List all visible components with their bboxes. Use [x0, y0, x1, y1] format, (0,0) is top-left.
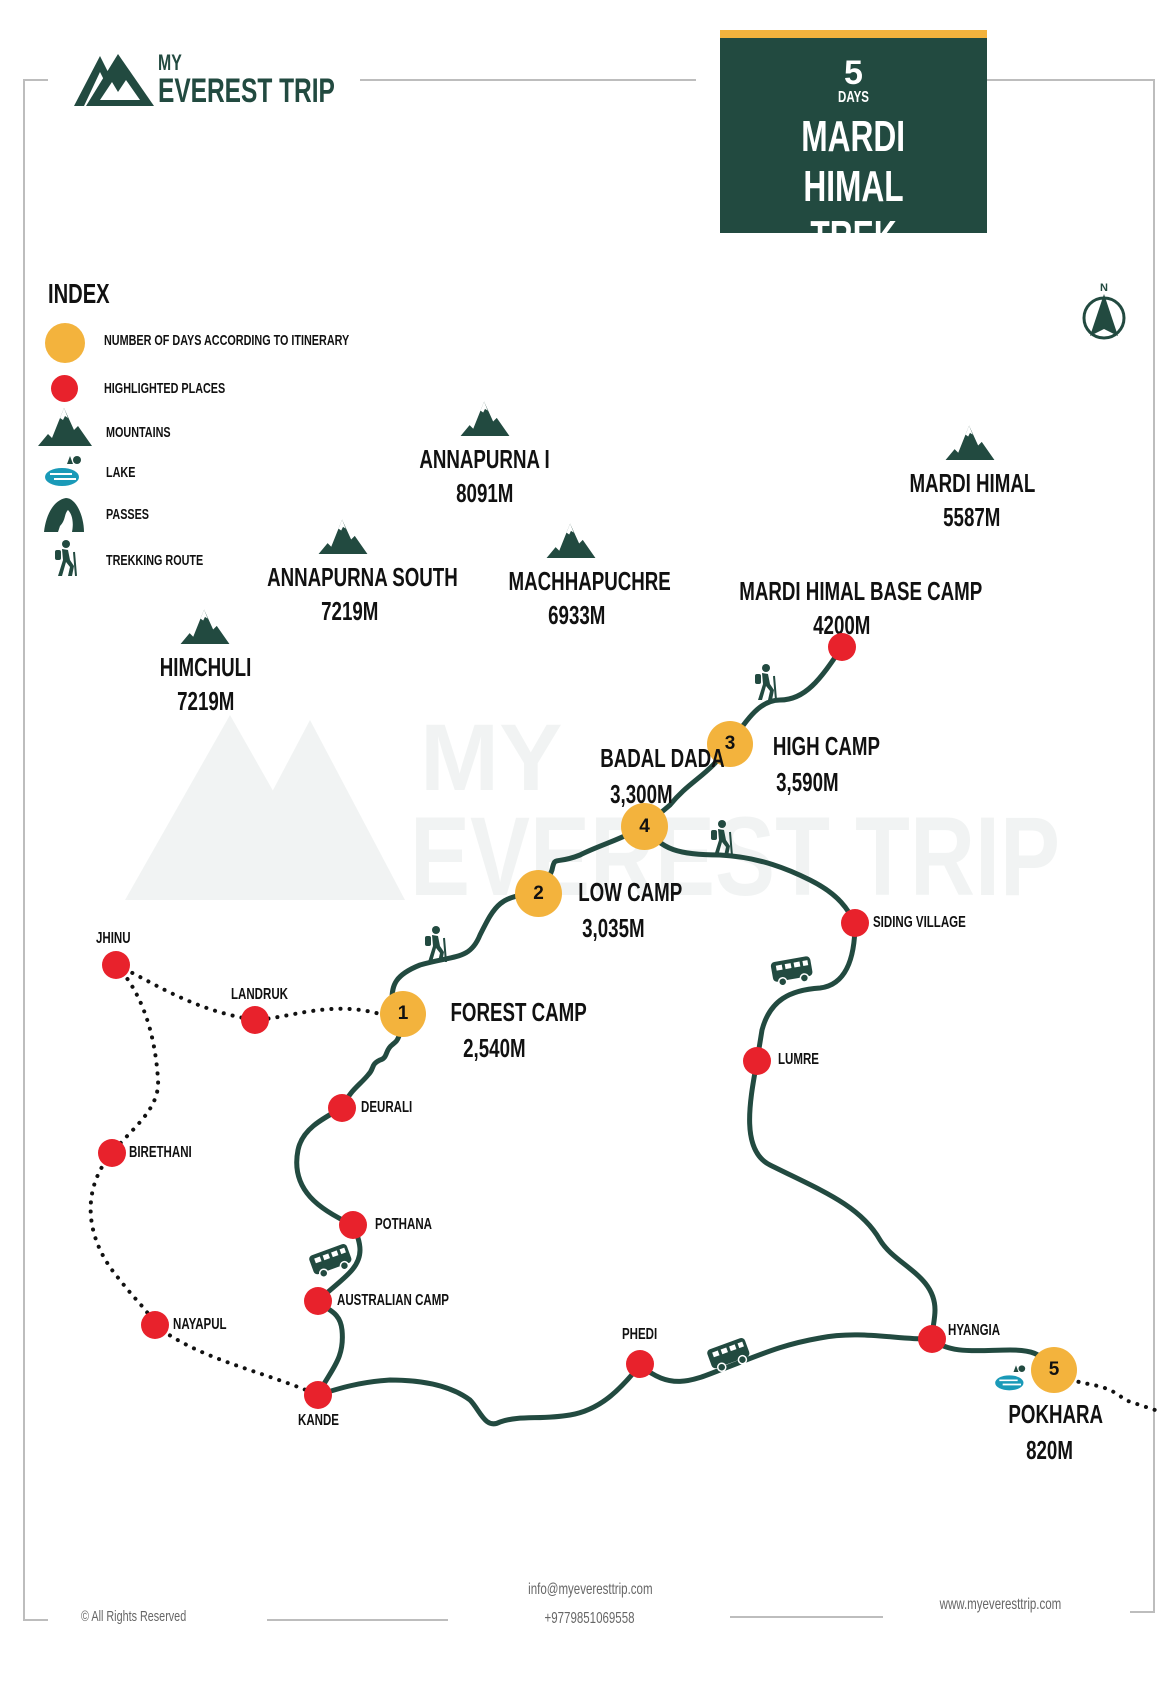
- place-marker-kande[interactable]: [304, 1381, 332, 1409]
- mountain-icon: [460, 401, 510, 436]
- place-label-birethani: BIRETHANI: [129, 1144, 192, 1161]
- place-marker-pothana[interactable]: [339, 1211, 367, 1239]
- bus-icon: [707, 1338, 750, 1372]
- footer-website[interactable]: www.myeveresttrip.com: [939, 1596, 1061, 1613]
- watermark-logo: MY EVEREST TRIP: [125, 705, 1060, 919]
- north-arrow-icon: [1082, 294, 1126, 340]
- brand-logo[interactable]: MY EVEREST TRIP: [74, 52, 344, 112]
- place-marker-australian-camp[interactable]: [304, 1287, 332, 1315]
- compass: N: [1080, 282, 1130, 344]
- place-marker-birethani[interactable]: [98, 1139, 126, 1167]
- trek-title-line1: MARDI: [801, 112, 906, 161]
- footer-phone[interactable]: +9779851069558: [544, 1610, 636, 1627]
- index-item-trekking-route: TREKKING ROUTE: [106, 552, 204, 569]
- place-marker-lumre[interactable]: [743, 1047, 771, 1075]
- place-label-australian-camp: AUSTRALIAN CAMP: [337, 1292, 449, 1309]
- pass-icon: [44, 498, 84, 532]
- brand-line1: MY: [158, 50, 182, 75]
- place-marker-hyangia[interactable]: [918, 1325, 946, 1353]
- place-label-deurali: DEURALI: [361, 1099, 413, 1116]
- hiker-icon: [711, 820, 733, 856]
- day-marker-1[interactable]: 1: [380, 991, 426, 1037]
- lake-icon: [45, 456, 81, 486]
- place-label-kande: KANDE: [298, 1412, 339, 1429]
- trekking-route: [294, 644, 1057, 1427]
- hiker-icon: [55, 540, 77, 576]
- place-marker-mardi-himal-base-camp[interactable]: [828, 633, 856, 661]
- compass-north-label: N: [1100, 282, 1108, 294]
- hiker-icon: [425, 926, 447, 962]
- day-marker-4[interactable]: 4: [621, 803, 668, 850]
- mountain-icon: [945, 425, 995, 460]
- place-label-lumre: LUMRE: [778, 1051, 819, 1068]
- mountain-icon: [180, 609, 230, 644]
- bus-icon: [309, 1244, 352, 1278]
- place-marker-deurali[interactable]: [328, 1094, 356, 1122]
- bus-icon: [770, 956, 813, 987]
- place-label-jhinu: JHINU: [96, 930, 131, 947]
- yellow-circle-icon: [45, 323, 85, 363]
- place-marker-siding-village[interactable]: [841, 909, 869, 937]
- footer-email[interactable]: info@myeveresttrip.com: [527, 1581, 653, 1598]
- hiker-icon: [755, 664, 777, 700]
- svg-text:MY: MY: [420, 705, 563, 811]
- trek-title-box: 5 DAYS MARDI HIMAL TREK: [720, 30, 987, 261]
- place-label-phedi: PHEDI: [622, 1326, 658, 1343]
- index-item-mountains: MOUNTAINS: [106, 424, 171, 441]
- page-frame: [23, 79, 1155, 1621]
- place-label-landruk: LANDRUK: [231, 986, 288, 1003]
- trek-title-line2: HIMAL TREK: [803, 162, 904, 261]
- place-label-hyangia: HYANGIA: [948, 1322, 1001, 1339]
- place-marker-phedi[interactable]: [626, 1350, 654, 1378]
- days-label: DAYS: [838, 89, 869, 106]
- brand-line2: EVEREST TRIP: [158, 72, 335, 110]
- place-marker-jhinu[interactable]: [102, 951, 130, 979]
- place-label-pothana: POTHANA: [375, 1216, 432, 1233]
- mountain-icon: [546, 523, 596, 558]
- mountain-icon: [318, 519, 368, 554]
- place-marker-nayapul[interactable]: [141, 1311, 169, 1339]
- index-item-lake: LAKE: [106, 464, 136, 481]
- footer-copyright: © All Rights Reserved: [81, 1608, 187, 1625]
- place-label-siding-village: SIDING VILLAGE: [873, 914, 966, 931]
- index-item-passes: PASSES: [106, 506, 150, 523]
- red-circle-icon: [51, 375, 78, 402]
- day-marker-5[interactable]: 5: [1031, 1347, 1077, 1393]
- place-marker-landruk[interactable]: [241, 1006, 269, 1034]
- place-label-nayapul: NAYAPUL: [173, 1316, 227, 1333]
- day-marker-3[interactable]: 3: [707, 721, 753, 767]
- index-item-highlighted: HIGHLIGHTED PLACES: [104, 380, 226, 397]
- mountain-icon: [38, 408, 92, 446]
- lake-icon: [995, 1365, 1026, 1391]
- index-item-days: NUMBER OF DAYS ACCORDING TO ITINERARY: [104, 332, 350, 349]
- day-marker-2[interactable]: 2: [515, 870, 562, 917]
- mountain-logo-icon: [74, 54, 154, 106]
- index-heading: INDEX: [48, 278, 110, 309]
- days-number: 5: [844, 54, 863, 92]
